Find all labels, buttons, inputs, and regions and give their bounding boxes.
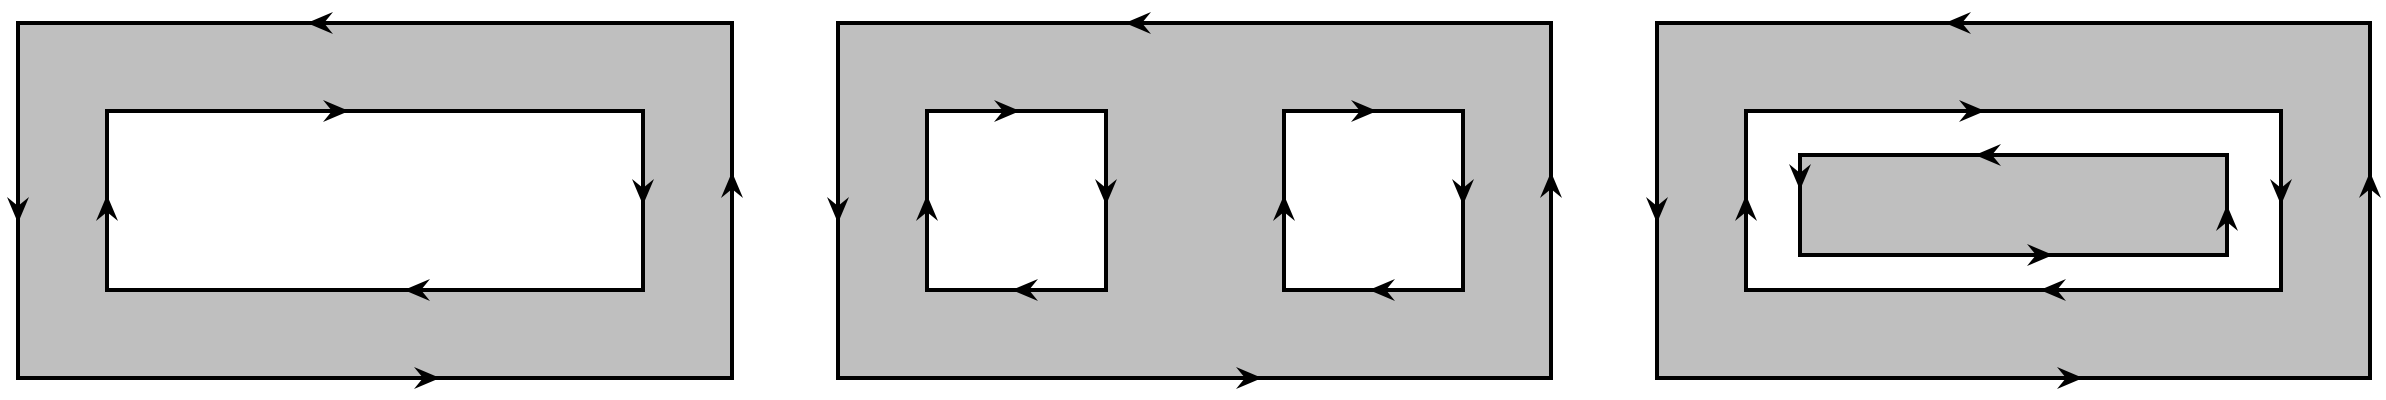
hole-loop-arrow-left [96, 195, 118, 221]
outer-loop-arrow-left [827, 197, 849, 223]
outer-region-edge [16, 21, 734, 380]
hole-loop-arrow-right [2270, 179, 2292, 205]
hole [107, 111, 643, 290]
hole-right [1284, 111, 1463, 290]
outer-loop-arrow-bottom [414, 367, 440, 389]
outer-loop-arrow-left [1646, 197, 1668, 223]
outer-loop-arrow-left [7, 197, 29, 223]
island-loop-arrow-right [2216, 205, 2238, 231]
hole-right-loop-arrow-bottom [1369, 279, 1395, 301]
hole-left-loop-arrow-right [1095, 179, 1117, 205]
outer-loop-arrow-right [1540, 172, 1562, 198]
island [1800, 155, 2227, 255]
hole-loop-arrow-top [323, 100, 349, 122]
hole-loop-arrow-top [1959, 100, 1985, 122]
outer-loop-arrow-top [1945, 12, 1971, 34]
hole-left-loop-arrow-left [916, 195, 938, 221]
panel-two-double-hole [827, 12, 1562, 389]
outer-loop-arrow-right [2359, 172, 2381, 198]
hole-left-loop-arrow-top [994, 100, 1020, 122]
outer-region-edge [836, 21, 1553, 380]
outer-region-edge [1655, 21, 2372, 380]
hole-right-loop-arrow-top [1351, 100, 1377, 122]
hole-loop-arrow-right [632, 179, 654, 205]
panel-three-nested-loops [1646, 12, 2381, 389]
hole-loop-arrow-left [1735, 195, 1757, 221]
island-loop-arrow-top [1975, 144, 2001, 166]
hole-right-loop-arrow-left [1273, 195, 1295, 221]
hole-loop-arrow-bottom [2040, 279, 2066, 301]
hole-left [927, 111, 1106, 290]
panel-one-annulus [7, 12, 743, 389]
outer-loop-arrow-right [721, 172, 743, 198]
outer-loop-arrow-top [307, 12, 333, 34]
outer-loop-arrow-bottom [1236, 367, 1262, 389]
hole-loop-arrow-bottom [404, 279, 430, 301]
hole-left-loop-arrow-bottom [1012, 279, 1038, 301]
outer-loop-arrow-top [1125, 12, 1151, 34]
island-loop-arrow-left [1789, 164, 1811, 190]
island-loop-arrow-bottom [2027, 244, 2053, 266]
outer-loop-arrow-bottom [2057, 367, 2083, 389]
hole-right-loop-arrow-right [1452, 179, 1474, 205]
